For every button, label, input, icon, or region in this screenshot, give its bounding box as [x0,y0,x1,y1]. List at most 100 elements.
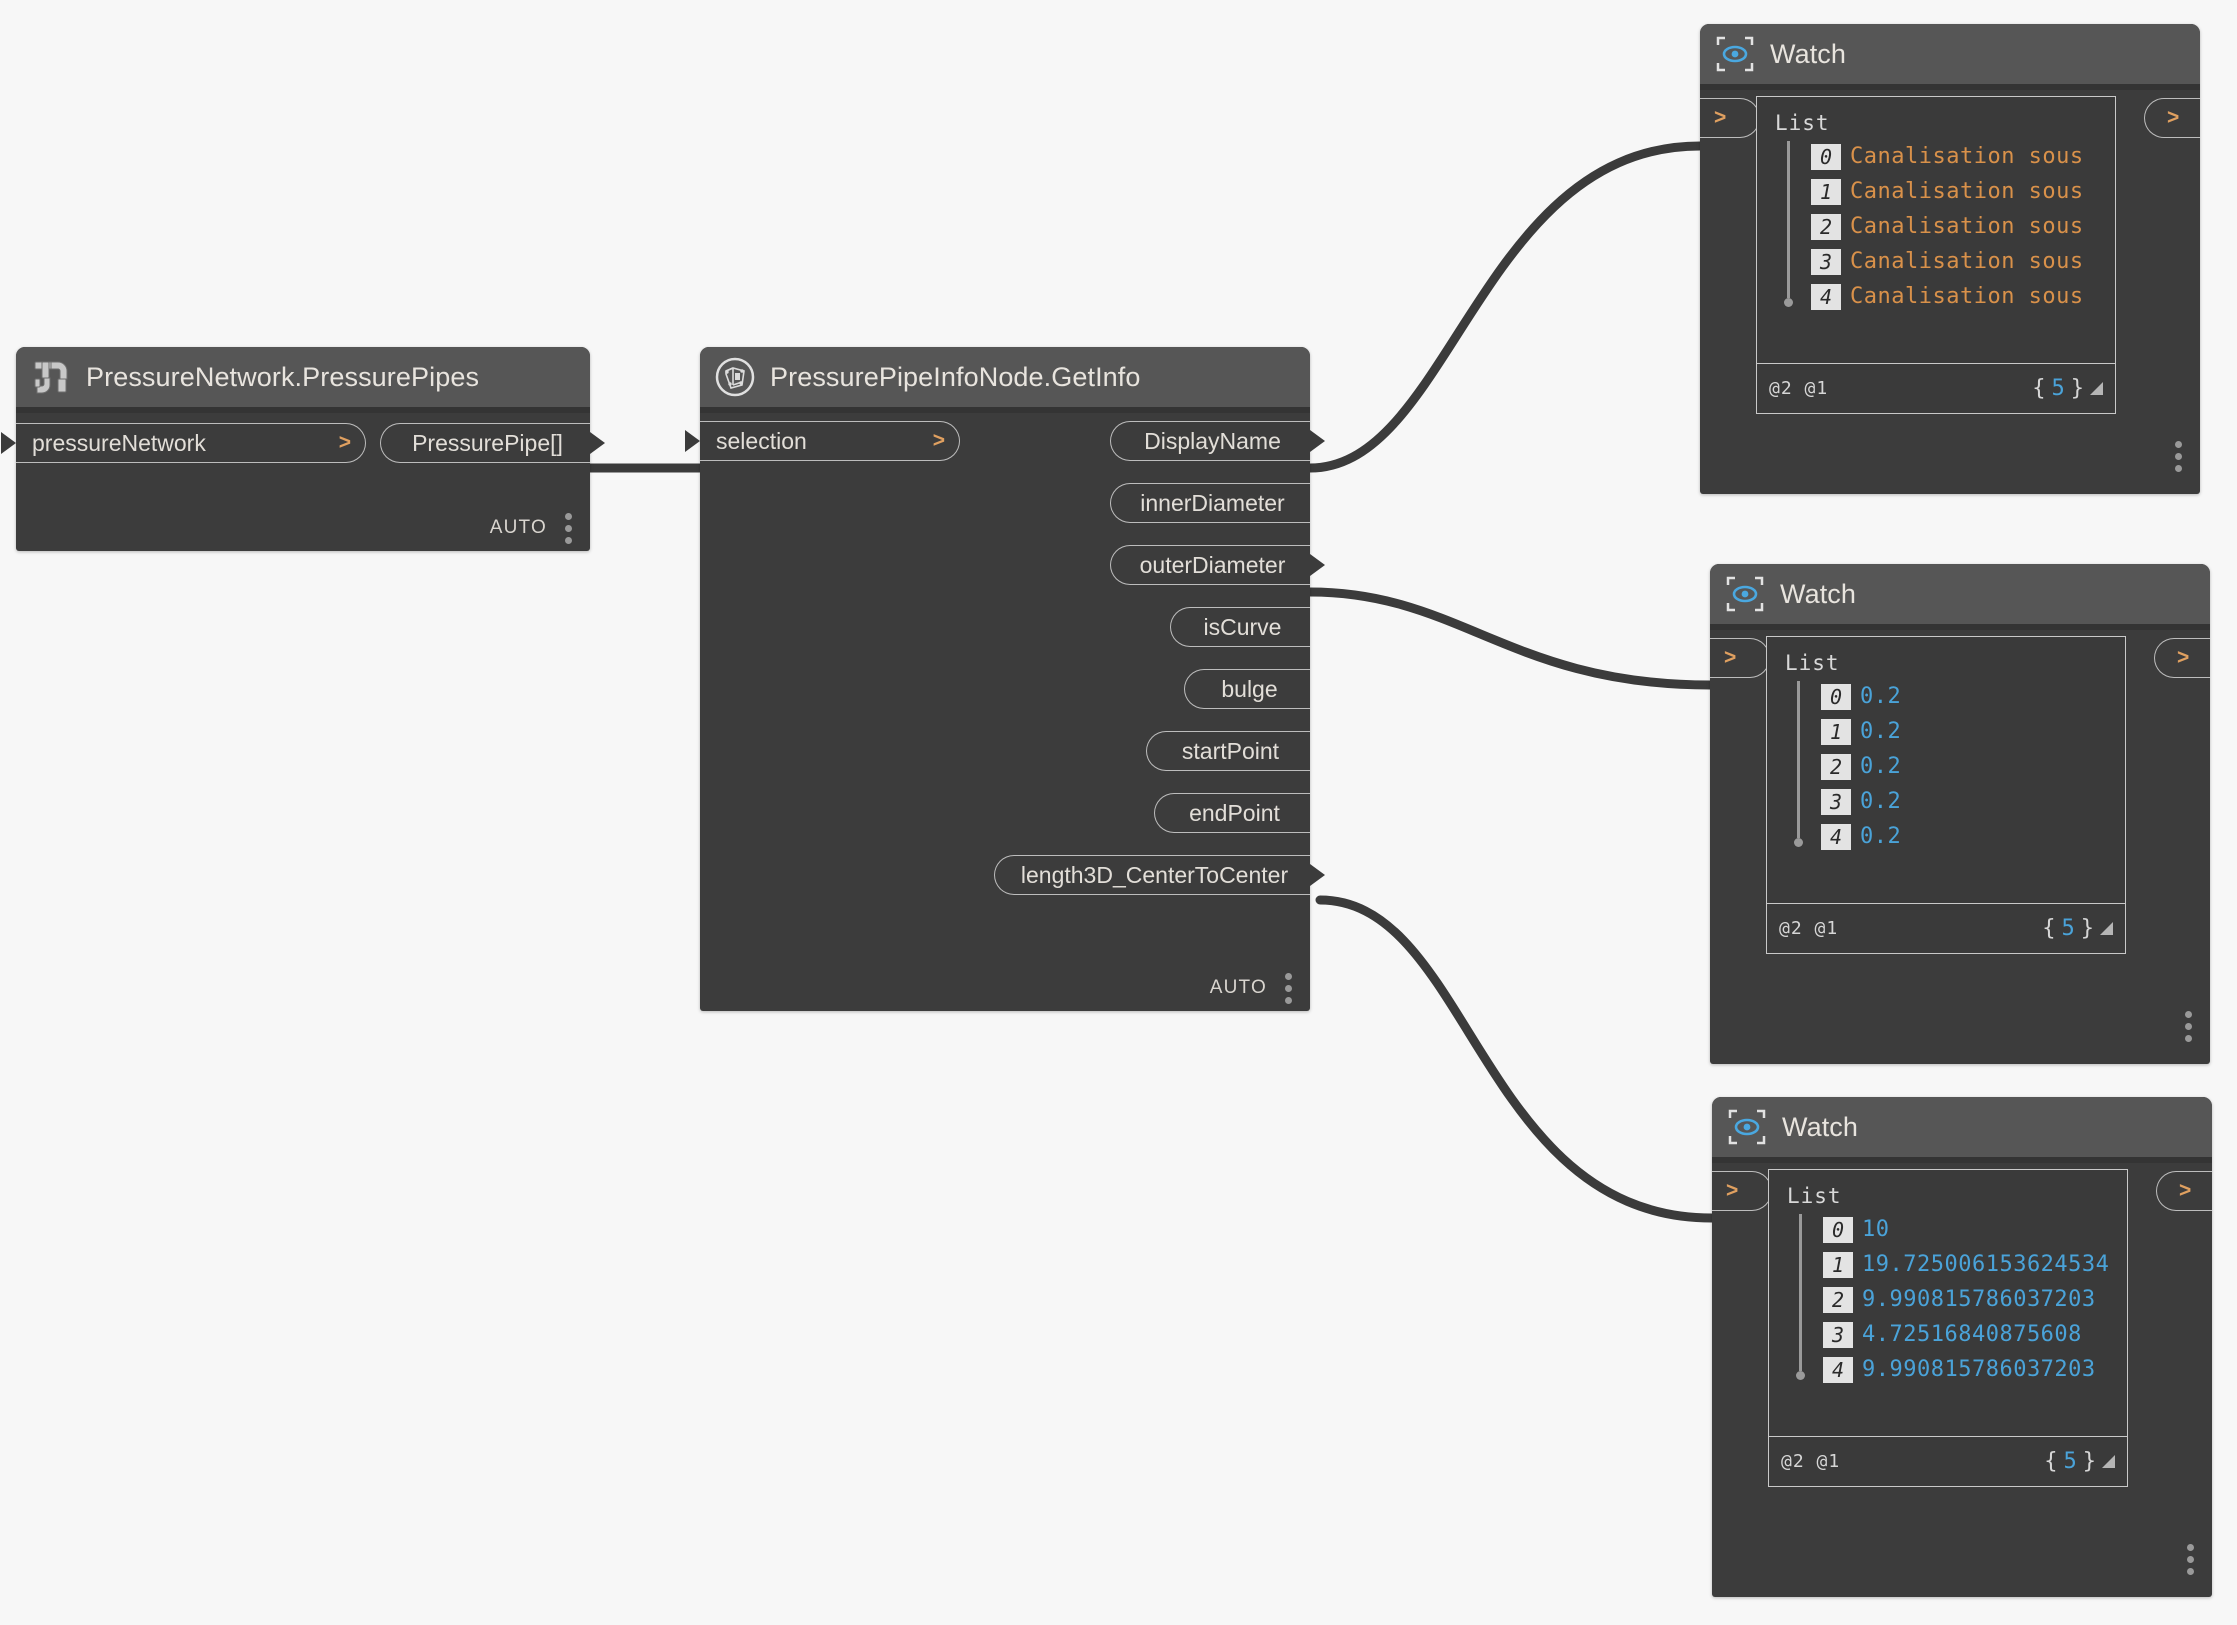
output-port-pressurepipe-array[interactable]: PressurePipe[] [380,423,590,463]
chevron-right-icon[interactable]: > [338,431,351,454]
chevron-right-icon[interactable]: > [1724,646,1737,669]
watch-list-rows: 0 0.2 1 0.2 2 0.2 3 0.2 [1785,679,2125,854]
watch-value-panel[interactable]: List 0 Canalisation sous 1 Canalisation … [1756,96,2116,414]
header-divider [1700,84,2200,90]
watch-title: Watch [1770,38,1847,69]
watch-output-port[interactable]: > [2144,98,2200,138]
watch-header[interactable]: Watch [1710,564,2210,624]
node-title: PressurePipeInfoNode.GetInfo [770,361,1141,392]
watch-node-outerdiameter[interactable]: Watch > > List 0 0.2 [1710,564,2210,1064]
list-item[interactable]: 0 10 [1799,1212,2127,1247]
output-port-length3d-centertocenter[interactable]: length3D_CenterToCenter [994,855,1310,895]
watch-input-port[interactable]: > [1700,98,1760,138]
output-port-endpoint[interactable]: endPoint [1154,793,1310,833]
vertical-dots-icon[interactable] [2187,1544,2198,1575]
watch-header[interactable]: Watch [1700,24,2200,84]
output-port-label: startPoint [1181,737,1280,764]
list-item[interactable]: 2 Canalisation sous [1787,209,2115,244]
watch-body: > > List 0 10 1 1 [1712,1163,2212,1597]
list-index: 3 [1811,248,1841,275]
output-plug-displayname [1310,430,1325,452]
chevron-right-icon[interactable]: > [2167,106,2180,129]
output-port-label: length3D_CenterToCenter [1020,861,1289,888]
list-item[interactable]: 4 9.990815786037203 [1799,1352,2127,1387]
output-port-label: endPoint [1189,799,1280,826]
input-port-selection[interactable]: selection > [700,421,960,461]
list-value: 0.2 [1860,789,1902,814]
input-port-pressurenetwork[interactable]: pressureNetwork > [16,423,366,463]
node-pressurepipeinfonode-getinfo[interactable]: PressurePipeInfoNode.GetInfo selection >… [685,347,1325,1011]
node-header[interactable]: PressureNetwork.PressurePipes [16,347,590,407]
list-value: Canalisation sous [1850,144,2084,169]
lacing-label: @2 @1 [1781,1451,1841,1472]
list-index: 0 [1811,143,1841,170]
output-port-startpoint[interactable]: startPoint [1146,731,1310,771]
resize-handle-icon[interactable] [2102,1455,2115,1468]
lacing-label: @2 @1 [1769,378,1829,399]
vertical-dots-icon[interactable] [1285,972,1296,1004]
watch-header[interactable]: Watch [1712,1097,2212,1157]
list-index: 4 [1823,1356,1853,1383]
list-item[interactable]: 0 0.2 [1797,679,2125,714]
list-value: Canalisation sous [1850,249,2084,274]
list-index: 0 [1821,683,1851,710]
list-item[interactable]: 1 Canalisation sous [1787,174,2115,209]
watch-output-port[interactable]: > [2154,638,2210,678]
list-count-badge[interactable]: {5} [2044,1449,2115,1474]
resize-handle-icon[interactable] [2100,922,2113,935]
chevron-right-icon[interactable]: > [2179,1179,2192,1202]
chevron-right-icon[interactable]: > [932,429,945,452]
list-item[interactable]: 3 0.2 [1797,784,2125,819]
list-index: 4 [1821,823,1851,850]
output-port-bulge[interactable]: bulge [1184,669,1310,709]
vertical-dots-icon[interactable] [2175,441,2186,472]
output-plug-length3d [1310,864,1325,886]
output-port-iscurve[interactable]: isCurve [1170,607,1310,647]
watch-input-port[interactable]: > [1712,1171,1772,1211]
list-value: Canalisation sous [1850,179,2084,204]
list-item[interactable]: 4 0.2 [1797,819,2125,854]
list-value: Canalisation sous [1850,284,2084,309]
watch-output-port[interactable]: > [2156,1171,2212,1211]
node-body: pressureNetwork > PressurePipe[] [1,413,605,505]
watch-input-port[interactable]: > [1710,638,1770,678]
node-header[interactable]: PressurePipeInfoNode.GetInfo [700,347,1310,407]
watch-value-panel[interactable]: List 0 10 1 19.725006153624534 2 [1768,1169,2128,1487]
watch-title: Watch [1782,1111,1859,1142]
list-item[interactable]: 2 0.2 [1797,749,2125,784]
list-item[interactable]: 1 19.725006153624534 [1799,1247,2127,1282]
list-count-badge[interactable]: {5} [2042,916,2113,941]
output-port-label: DisplayName [1144,427,1281,454]
chevron-right-icon[interactable]: > [1726,1179,1739,1202]
chevron-right-icon[interactable]: > [2177,646,2190,669]
node-pressurenetwork-pressurepipes[interactable]: PressureNetwork.PressurePipes pressureNe… [1,347,605,551]
list-item[interactable]: 3 4.72516840875608 [1799,1317,2127,1352]
watch-list-inner: List 0 0.2 1 0.2 2 0.2 [1767,637,2125,854]
resize-handle-icon[interactable] [2090,382,2103,395]
eye-watch-icon [1714,33,1756,75]
vertical-dots-icon[interactable] [2185,1011,2196,1042]
list-item[interactable]: 0 Canalisation sous [1787,139,2115,174]
auto-run-label: AUTO [489,517,547,538]
chevron-right-icon[interactable]: > [1714,106,1727,129]
list-item[interactable]: 2 9.990815786037203 [1799,1282,2127,1317]
output-port-displayname[interactable]: DisplayName [1110,421,1310,461]
list-value: 10 [1862,1217,1890,1242]
count-close-brace: } [2082,1449,2096,1474]
list-count-badge[interactable]: {5} [2032,376,2103,401]
list-item[interactable]: 1 0.2 [1797,714,2125,749]
output-port-outerdiameter[interactable]: outerDiameter [1110,545,1310,585]
list-item[interactable]: 4 Canalisation sous [1787,279,2115,314]
watch-node-length3d[interactable]: Watch > > List 0 10 [1712,1097,2212,1597]
watch-value-panel[interactable]: List 0 0.2 1 0.2 2 0.2 [1766,636,2126,954]
output-port-innerdiameter[interactable]: innerDiameter [1110,483,1310,523]
count-value: 5 [2061,916,2075,941]
auto-run-label: AUTO [1209,977,1267,998]
wire-length3d-to-watch3 [1315,895,1717,1223]
watch-list-footer: @2 @1 {5} [1757,363,2115,413]
watch-node-displayname[interactable]: Watch > > List 0 Canalisation sous [1700,24,2200,494]
vertical-dots-icon[interactable] [565,512,576,544]
list-item[interactable]: 3 Canalisation sous [1787,244,2115,279]
input-plug [685,430,700,452]
